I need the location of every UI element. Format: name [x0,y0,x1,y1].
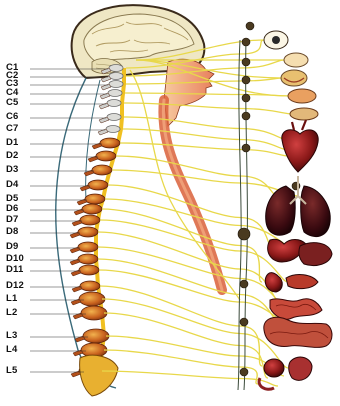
vertebra-label-l3: L3 [6,331,18,341]
vertebra-label-l5: L5 [6,366,18,376]
nerve-fiber [112,170,298,196]
vertebra [70,242,98,253]
vertebra [92,138,120,149]
tongue-organ [288,89,316,103]
throat-organ [290,108,318,120]
vertebra-label-d2: D2 [6,151,19,161]
lungs [266,176,331,237]
vertebra-label-d12: D12 [6,281,24,291]
heart [282,120,318,172]
vertebra-label-c5: C5 [6,98,19,108]
vertebra [73,306,107,320]
vertebra [74,204,102,215]
vertebra [72,215,100,226]
vertebra-label-d3: D3 [6,165,19,175]
vertebra [71,265,99,276]
ganglion [240,280,248,288]
sacrum [80,355,118,396]
nerve-fiber [100,286,262,366]
nerve-fiber [123,129,288,150]
nerve-fiber [102,371,278,386]
vertebra-label-l4: L4 [6,345,18,355]
vertebra [72,281,100,292]
sympathetic-chain [238,40,247,390]
ganglion [242,76,250,84]
vertebra [84,165,112,176]
nerve-fiber [116,156,278,196]
organs [259,31,332,389]
small-intestine [270,299,322,320]
ganglion [240,368,248,376]
mouth-organ [281,70,307,86]
vertebra-label-d6: D6 [6,204,19,214]
nerve-fiber [98,259,284,330]
ganglion [242,112,250,120]
vertebra-label-d11: D11 [6,265,24,275]
vertebra-label-l1: L1 [6,294,18,304]
large-intestine [264,317,332,347]
nerve-fiber [106,336,284,376]
vertebra-label-d4: D4 [6,180,19,190]
liver [299,243,332,266]
nerve-fiber [120,143,288,156]
vertebra [71,292,105,306]
ganglion [242,58,250,66]
spinal-column [70,65,124,397]
vertebra-label-d9: D9 [6,242,19,252]
nerve-fiber [124,103,292,114]
vertebra-label-c6: C6 [6,112,19,122]
vertebra [88,151,116,162]
ganglion [242,144,250,152]
ganglion [242,94,250,102]
vertebra-label-d1: D1 [6,138,19,148]
ganglion [238,228,250,240]
ganglion [240,318,248,326]
ganglion [242,38,250,46]
nerve-fiber [98,232,282,306]
vertebra [75,329,109,343]
vertebra-label-c7: C7 [6,124,19,134]
vertebra [80,180,108,191]
eye-organ [264,31,288,49]
ganglion [246,22,254,30]
vertebra [70,254,98,265]
vertebra [70,227,98,238]
gland-organ [284,53,308,67]
pancreas [286,275,318,289]
vertebra-label-l2: L2 [6,308,18,318]
vertebra-label-d8: D8 [6,227,19,237]
bladder [264,359,284,377]
nerve-fiber [102,209,262,282]
vertebra-label-d7: D7 [6,215,19,225]
vertebra [77,194,105,205]
vertebra-label-d10: D10 [6,254,24,264]
